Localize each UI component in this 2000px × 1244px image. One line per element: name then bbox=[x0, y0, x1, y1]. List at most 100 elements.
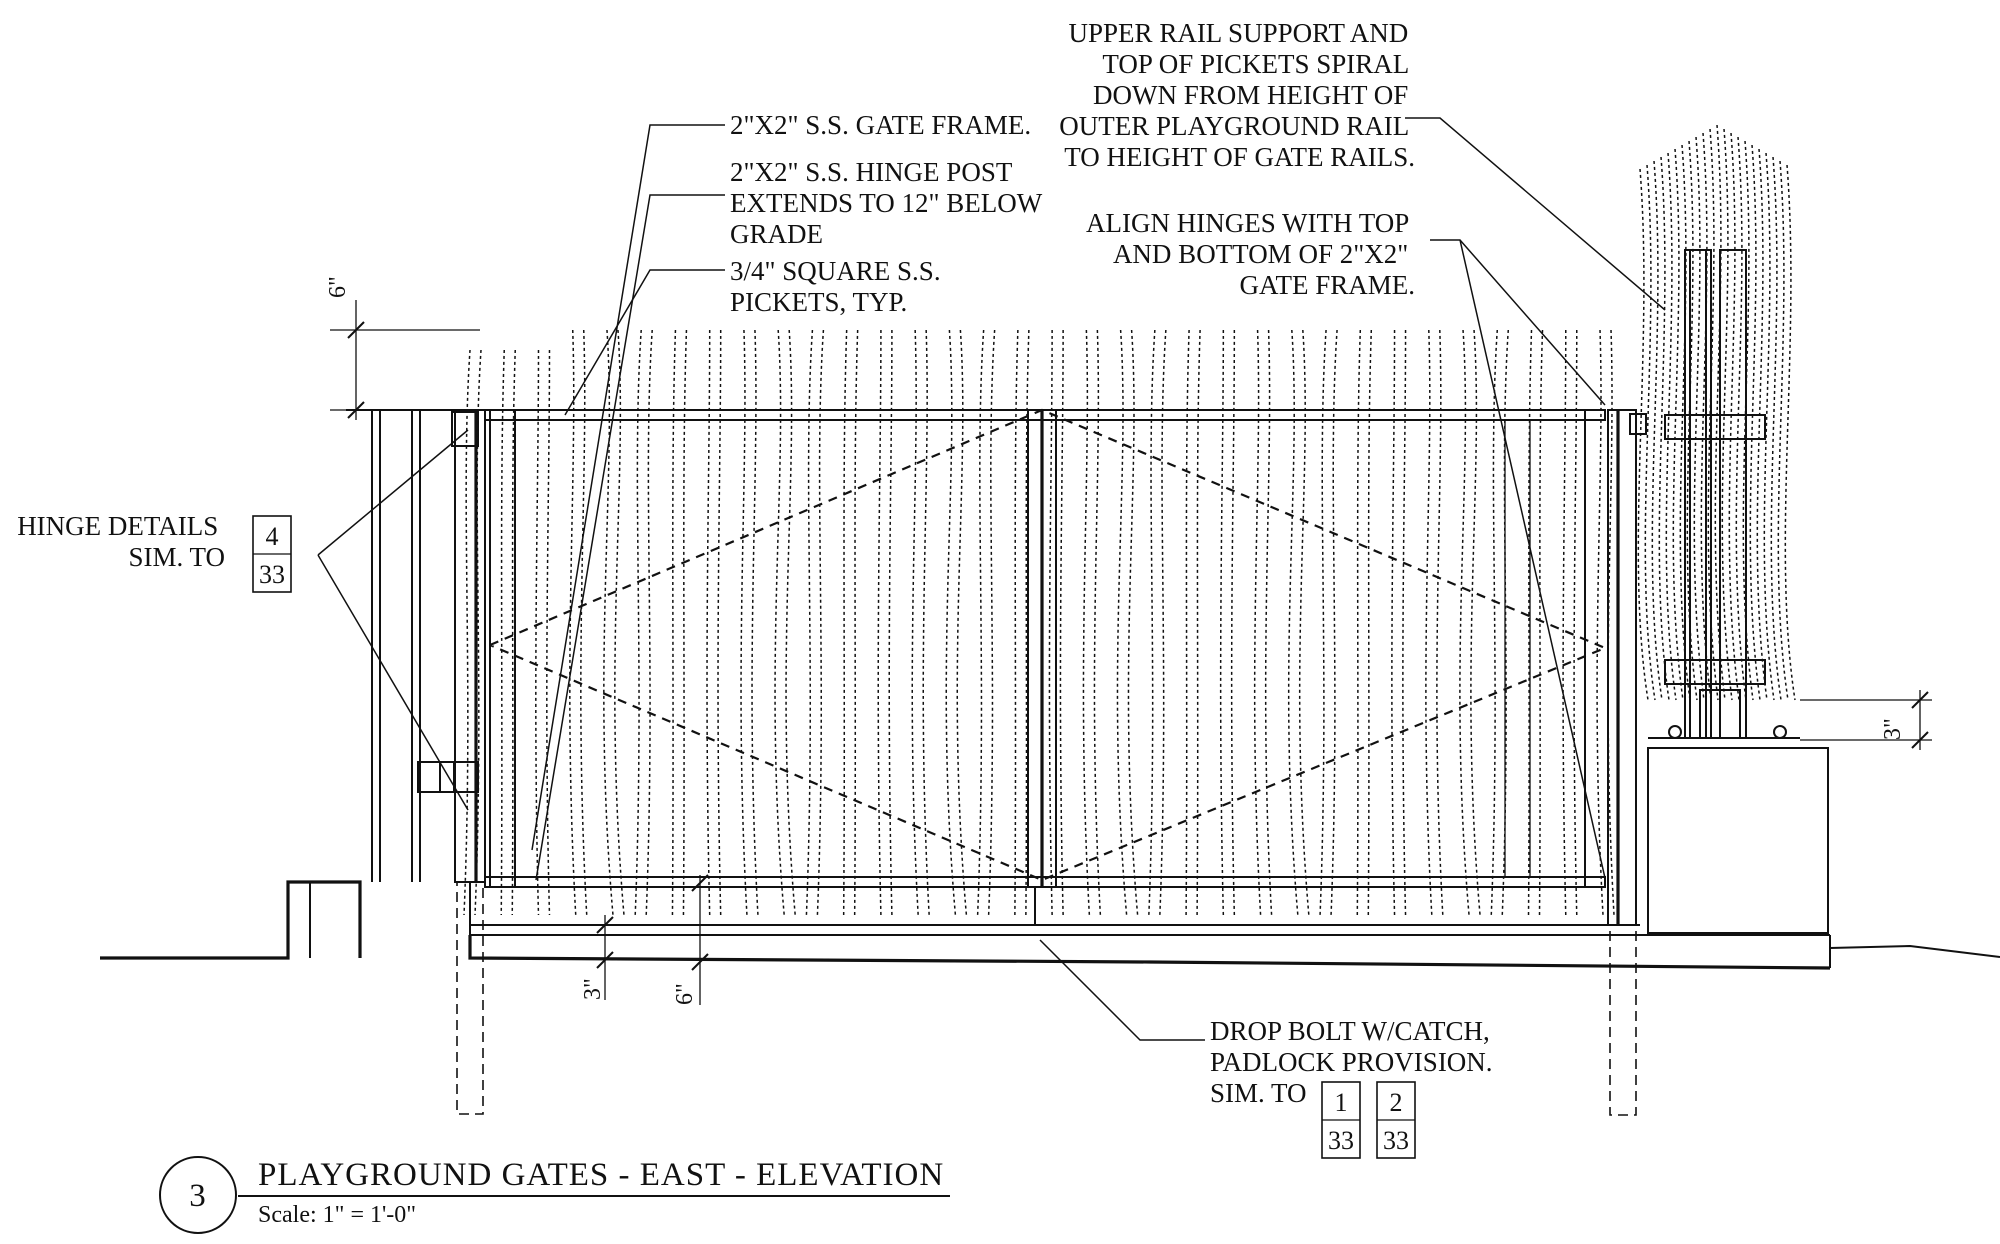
picket-line bbox=[1093, 329, 1102, 916]
picket-line bbox=[580, 329, 588, 916]
picket-line bbox=[1082, 329, 1091, 916]
drawing-number: 3 bbox=[189, 1178, 207, 1214]
dim-bottom-b-label: 6" bbox=[672, 983, 698, 1005]
detail-ref-drop-bolt-1-number: 1 bbox=[1335, 1088, 1348, 1117]
dimension-bottom-3in: 3" bbox=[580, 915, 630, 1000]
pickets-group bbox=[463, 329, 1615, 916]
dimension-bottom-6in: 6" bbox=[672, 874, 709, 1005]
detail-ref-drop-bolt-2[interactable]: 2 33 bbox=[1376, 1081, 1416, 1159]
spiral-picket-line bbox=[1784, 164, 1796, 701]
picket-line bbox=[1436, 329, 1444, 916]
picket-line bbox=[1356, 329, 1362, 916]
spiral-picket-line bbox=[1700, 132, 1712, 701]
picket-line bbox=[888, 329, 893, 916]
note-pickets: 3/4" SQUARE S.S. PICKETS, TYP. bbox=[730, 256, 947, 317]
spiral-picket-line bbox=[1714, 124, 1726, 701]
picket-line bbox=[945, 329, 957, 916]
picket-line bbox=[671, 329, 677, 916]
picket-line bbox=[987, 329, 996, 916]
picket-line bbox=[1490, 329, 1499, 916]
spiral-picket-line bbox=[1672, 148, 1684, 701]
spiral-picket-line bbox=[1777, 160, 1789, 701]
picket-line bbox=[1425, 329, 1433, 916]
note-gate-frame: 2"X2" S.S. GATE FRAME. bbox=[730, 110, 1031, 140]
hinge-post-right bbox=[1607, 409, 1647, 1116]
spiral-picket-line bbox=[1637, 168, 1649, 701]
picket-line bbox=[500, 349, 505, 916]
picket-line bbox=[682, 329, 688, 916]
picket-line bbox=[1298, 329, 1310, 916]
picket-line bbox=[1059, 329, 1064, 916]
note-hinge-post: 2"X2" S.S. HINGE POST EXTENDS TO 12" BEL… bbox=[730, 157, 1049, 249]
picket-line bbox=[1185, 329, 1190, 916]
picket-line bbox=[774, 329, 785, 916]
picket-line bbox=[474, 349, 482, 916]
picket-line bbox=[1048, 329, 1053, 916]
dim-top-label: 6" bbox=[325, 276, 351, 298]
spiral-picket-line bbox=[1763, 152, 1775, 701]
picket-line bbox=[1230, 329, 1236, 916]
spiral-picket-line bbox=[1665, 152, 1677, 701]
picket-line bbox=[603, 329, 614, 916]
picket-line bbox=[1116, 329, 1128, 916]
picket-line bbox=[1607, 329, 1615, 916]
spiral-picket-line bbox=[1644, 164, 1656, 701]
dim-bottom-a-label: 3" bbox=[580, 978, 606, 1000]
picket-line bbox=[1402, 329, 1407, 916]
picket-line bbox=[1127, 329, 1139, 916]
grade-line bbox=[100, 880, 2000, 970]
picket-line bbox=[546, 349, 551, 916]
picket-line bbox=[1367, 329, 1373, 916]
picket-line bbox=[922, 329, 930, 916]
picket-line bbox=[877, 329, 882, 916]
drawing-scale: Scale: 1" = 1'-0" bbox=[258, 1202, 416, 1228]
picket-line bbox=[1538, 329, 1544, 916]
picket-line bbox=[816, 329, 825, 916]
detail-ref-hinge-sheet: 33 bbox=[259, 560, 285, 589]
picket-line bbox=[1014, 329, 1019, 916]
picket-line bbox=[805, 329, 814, 916]
gate-frame bbox=[470, 409, 1640, 926]
picket-line bbox=[717, 329, 722, 916]
detail-ref-hinge[interactable]: 4 33 bbox=[252, 515, 292, 593]
picket-line bbox=[1025, 329, 1030, 916]
drawing-title: PLAYGROUND GATES - EAST - ELEVATION bbox=[258, 1157, 944, 1193]
spiral-picket-line bbox=[1728, 132, 1740, 701]
detail-ref-drop-bolt-1[interactable]: 1 33 bbox=[1321, 1081, 1361, 1159]
detail-ref-drop-bolt-2-sheet: 33 bbox=[1383, 1126, 1409, 1155]
note-hinge-details: HINGE DETAILS SIM. TO bbox=[17, 511, 225, 572]
picket-line bbox=[1391, 329, 1396, 916]
picket-line bbox=[842, 329, 848, 916]
dimension-top-6in: 6" bbox=[325, 276, 480, 420]
picket-line bbox=[706, 329, 711, 916]
picket-line bbox=[740, 329, 748, 916]
detail-ref-drop-bolt-2-number: 2 bbox=[1390, 1088, 1403, 1117]
picket-line bbox=[1159, 329, 1167, 916]
hinge-post-left bbox=[417, 409, 486, 1115]
note-drop-bolt: DROP BOLT W/CATCH, PADLOCK PROVISION. SI… bbox=[1210, 1016, 1499, 1108]
spiral-picket-line bbox=[1742, 140, 1754, 701]
picket-line bbox=[1562, 329, 1567, 916]
playground-fence-right bbox=[1647, 249, 1829, 934]
picket-line bbox=[785, 329, 796, 916]
picket-line bbox=[1148, 329, 1156, 916]
picket-line bbox=[1319, 329, 1327, 916]
picket-line bbox=[614, 329, 625, 916]
left-fence-post bbox=[346, 409, 480, 882]
spiral-picket-line bbox=[1651, 160, 1663, 701]
picket-line bbox=[1596, 329, 1604, 916]
note-align-hinges: ALIGN HINGES WITH TOP AND BOTTOM OF 2"X2… bbox=[1086, 208, 1415, 300]
spiral-picket-line bbox=[1679, 144, 1691, 701]
dim-right-label: 3" bbox=[1880, 718, 1906, 740]
detail-ref-hinge-number: 4 bbox=[266, 522, 279, 551]
picket-line bbox=[463, 349, 471, 916]
spiral-pickets-group bbox=[1637, 124, 1796, 701]
spiral-picket-line bbox=[1770, 156, 1782, 701]
note-upper-rail: UPPER RAIL SUPPORT AND TOP OF PICKETS SP… bbox=[1059, 18, 1415, 172]
spiral-picket-line bbox=[1735, 136, 1747, 701]
picket-line bbox=[1196, 329, 1201, 916]
picket-line bbox=[976, 329, 985, 916]
picket-line bbox=[1527, 329, 1533, 916]
picket-line bbox=[751, 329, 759, 916]
picket-line bbox=[911, 329, 919, 916]
